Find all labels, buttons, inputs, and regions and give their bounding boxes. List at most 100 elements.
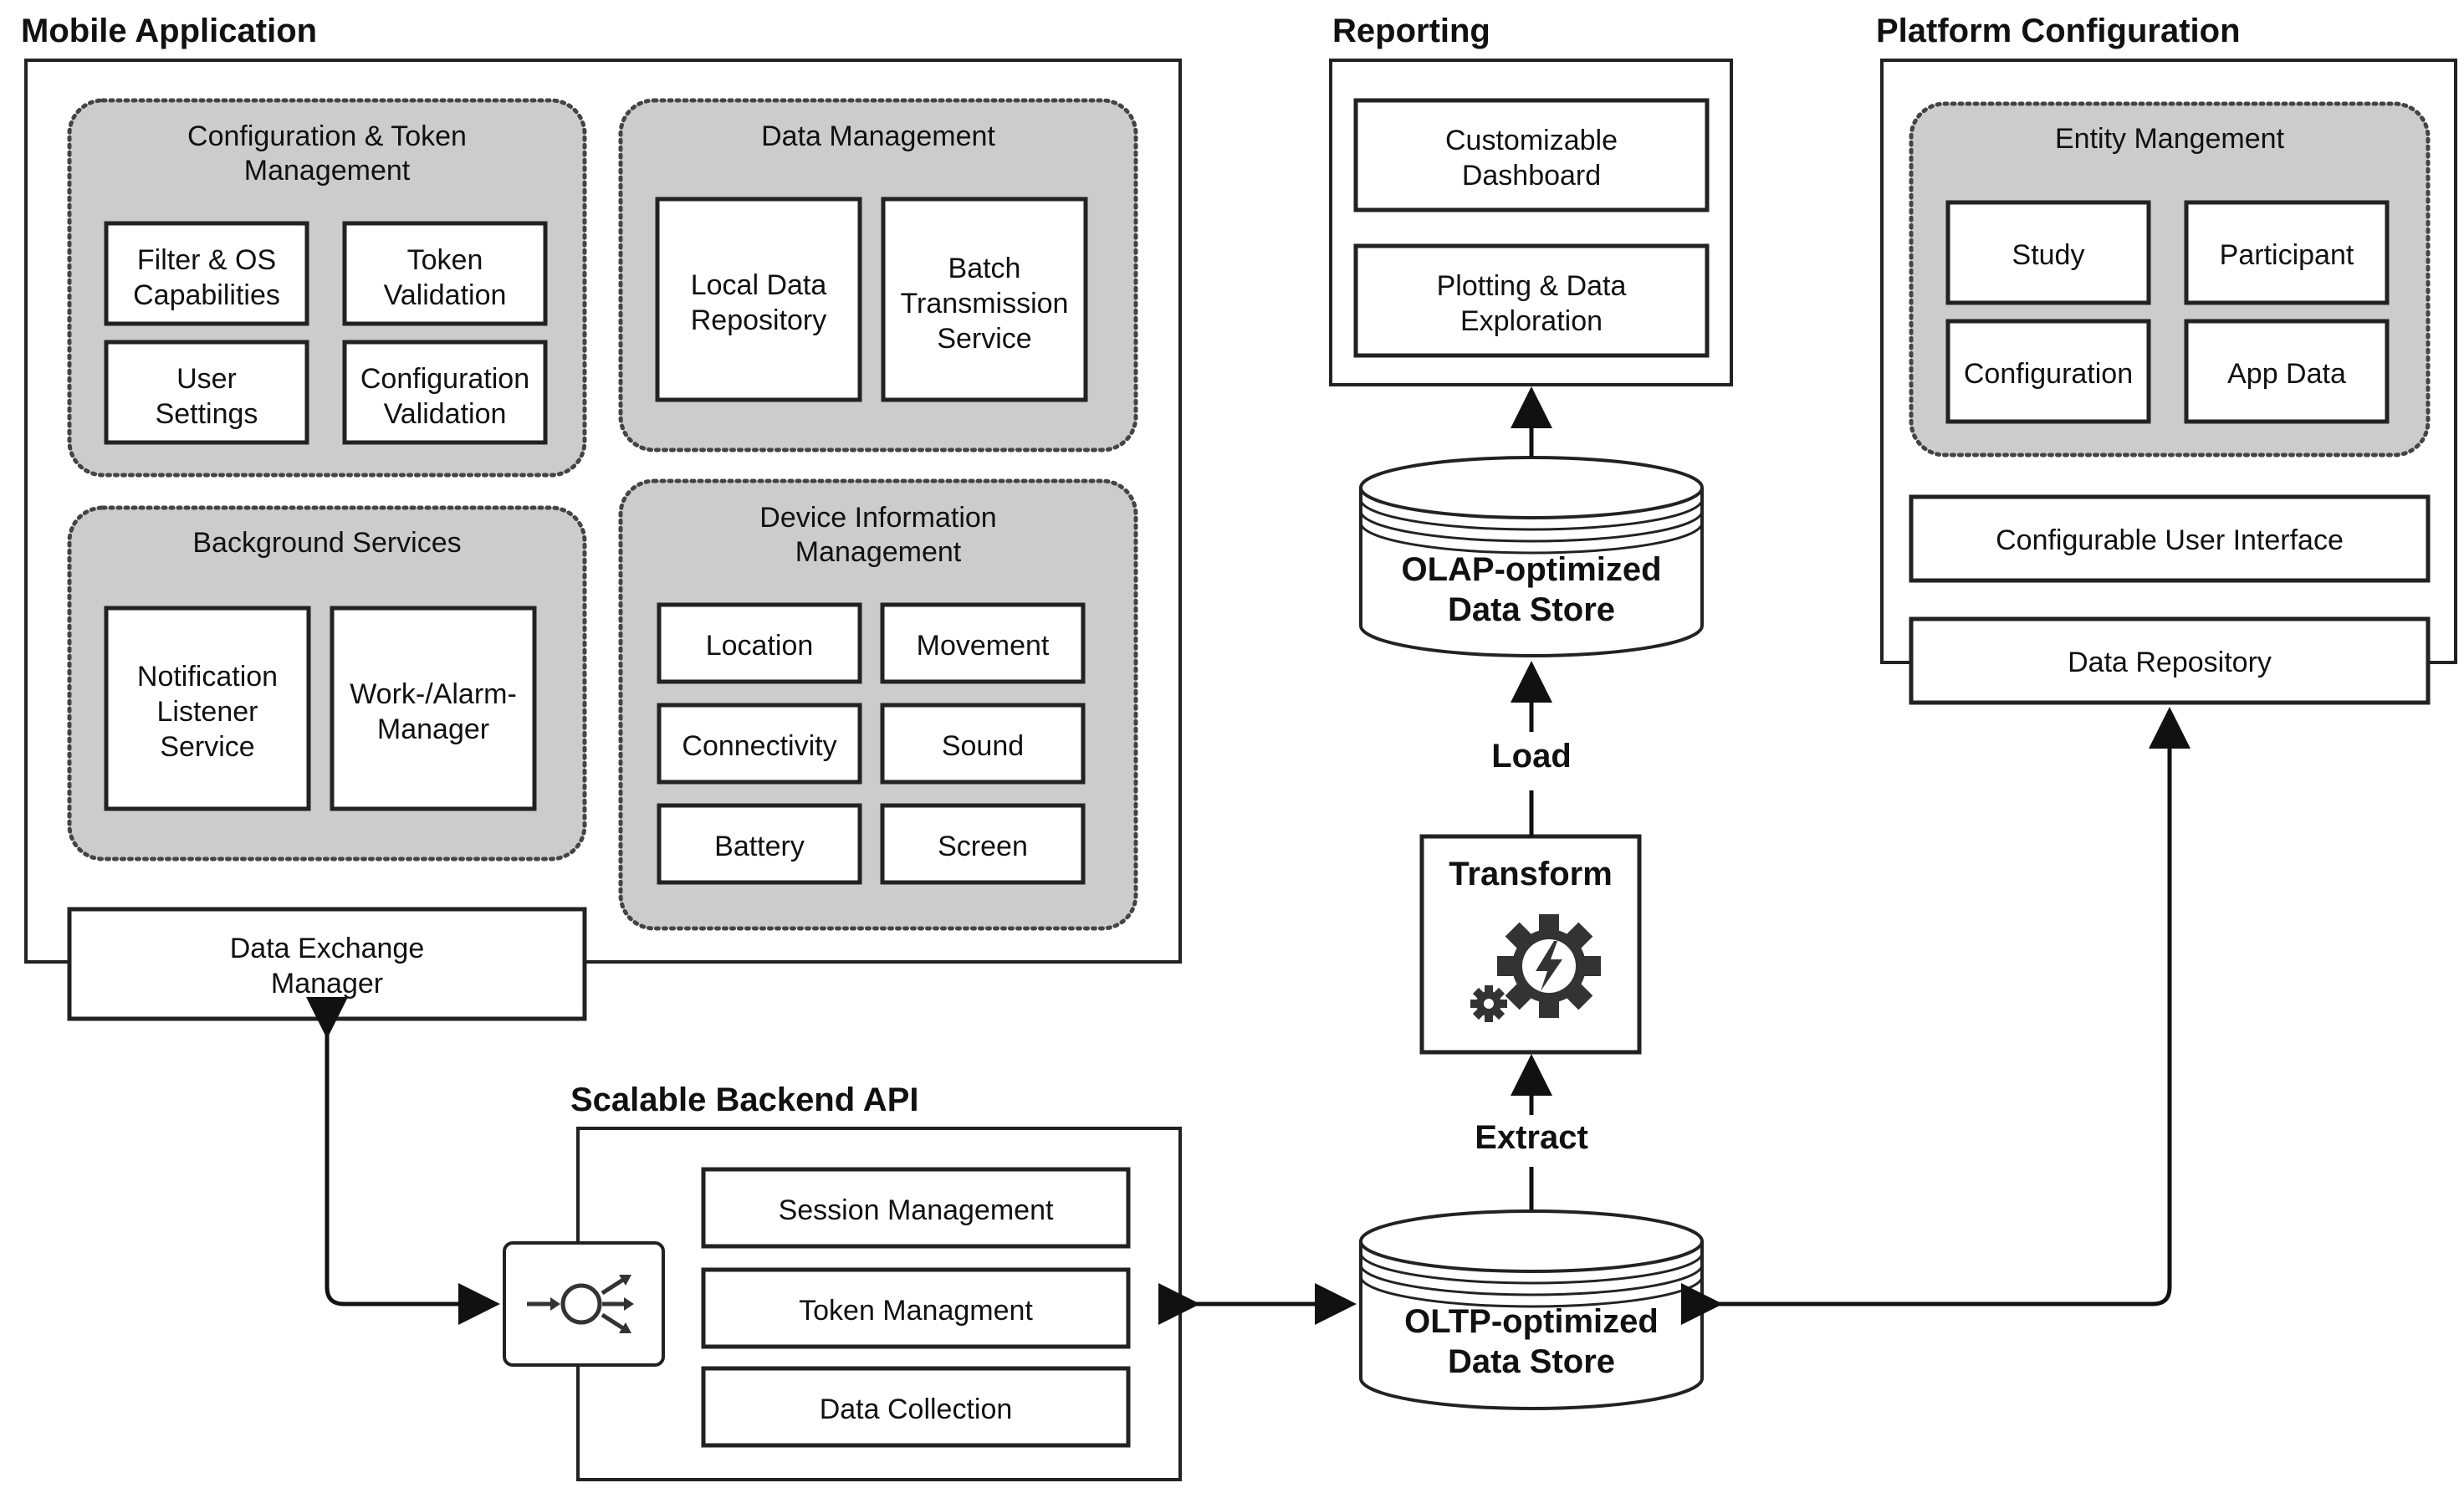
token-management-box: Token Managment [701,1267,1131,1349]
local-repo-line-2: Repository [691,304,827,336]
platform-configuration-title: Platform Configuration [1876,13,2241,49]
session-management-label: Session Management [779,1194,1054,1226]
notification-listener-service-box: Notification Listener Service [104,606,311,811]
study-box: Study [1945,200,2151,305]
load-label: Load [1491,738,1572,775]
config-group-title-2: Management [244,155,411,187]
data-management-title: Data Management [761,120,995,152]
filter-os-capabilities-box: Filter & OS Capabilities [104,221,309,326]
screen-label: Screen [938,831,1028,862]
data-repository-label: Data Repository [2068,647,2272,678]
configuration-box: Configuration [1945,319,2151,424]
main-connectors [306,707,2191,1325]
filter-os-line-1: Filter & OS [137,244,276,276]
oltp-label-2: Data Store [1448,1343,1615,1380]
dashboard-line-2: Dashboard [1462,160,1601,192]
device-information-management-group: Device Information Management Location M… [618,478,1138,931]
token-management-label: Token Managment [799,1295,1033,1327]
configuration-label: Configuration [1964,358,2133,390]
location-label: Location [706,630,814,662]
background-services-title: Background Services [192,527,461,559]
data-exchange-line-2: Manager [271,968,383,1000]
olap-label-2: Data Store [1448,591,1615,628]
config-validation-line-1: Configuration [360,363,529,395]
battery-label: Battery [714,831,805,862]
sound-label: Sound [942,730,1024,762]
batch-line-1: Batch [948,253,1021,284]
study-label: Study [2012,239,2085,271]
participant-label: Participant [2220,239,2354,271]
dashboard-line-1: Customizable [1445,125,1618,156]
battery-box: Battery [657,803,862,885]
movement-box: Movement [880,602,1086,684]
location-box: Location [657,602,862,684]
customizable-dashboard-box: Customizable Dashboard [1353,98,1710,212]
batch-transmission-service-box: Batch Transmission Service [881,197,1088,402]
plotting-data-exploration-box: Plotting & Data Exploration [1353,243,1710,358]
configurable-ui-label: Configurable User Interface [1996,524,2344,556]
local-repo-line-1: Local Data [691,269,827,301]
mobile-application-title: Mobile Application [21,13,317,49]
scalable-backend-api-panel: Scalable Backend API Session Management … [503,1081,1182,1481]
configuration-validation-box: Configuration Validation [342,340,548,445]
device-group-title-1: Device Information [759,502,996,534]
connectivity-label: Connectivity [682,730,836,762]
device-group-title-2: Management [795,536,962,568]
reporting-title: Reporting [1332,13,1490,49]
configurable-user-interface-box: Configurable User Interface [1909,494,2431,583]
oltp-label-1: OLTP-optimized [1404,1303,1659,1340]
movement-label: Movement [917,630,1050,662]
batch-line-2: Transmission [901,288,1069,320]
notification-line-1: Notification [137,661,278,693]
user-settings-box: User Settings [104,340,309,445]
sound-box: Sound [880,703,1086,785]
load-balancer-icon [503,1241,665,1367]
platform-configuration-panel: Platform Configuration Entity Mangement … [1876,13,2457,705]
config-token-management-group: Configuration & Token Management Filter … [67,98,587,478]
entity-management-title: Entity Mangement [2055,123,2285,155]
filter-os-line-2: Capabilities [133,279,280,311]
batch-line-3: Service [937,323,1031,355]
data-repository-box: Data Repository [1909,616,2431,705]
work-alarm-line-1: Work-/Alarm- [350,678,517,710]
app-data-label: App Data [2227,358,2346,390]
participant-box: Participant [2184,200,2390,305]
token-validation-line-2: Validation [384,279,507,311]
user-settings-line-2: Settings [156,398,258,430]
etl-connectors: Load Extract [1475,386,1588,1211]
reporting-panel: Reporting Customizable Dashboard Plottin… [1329,13,1733,386]
gears-lightning-icon [1470,914,1601,1022]
extract-label: Extract [1475,1119,1588,1156]
data-exchange-manager-box: Data Exchange Manager [67,907,587,1021]
local-data-repository-box: Local Data Repository [655,197,862,402]
transform-label: Transform [1449,856,1613,892]
data-management-group: Data Management Local Data Repository Ba… [618,98,1138,453]
olap-data-store: OLAP-optimized Data Store [1359,456,1704,657]
oltp-data-store: OLTP-optimized Data Store [1359,1209,1704,1410]
app-data-box: App Data [2184,319,2390,424]
notification-line-3: Service [160,731,254,763]
user-settings-line-1: User [176,363,237,395]
background-services-group: Background Services Notification Listene… [67,505,587,862]
mobile-application-panel: Mobile Application Configuration & Token… [21,13,1182,1021]
connectivity-box: Connectivity [657,703,862,785]
transform-box: Transform [1419,834,1642,1055]
work-alarm-manager-box: Work-/Alarm- Manager [330,606,537,811]
olap-label-1: OLAP-optimized [1401,551,1661,588]
config-group-title-1: Configuration & Token [187,120,467,152]
data-collection-box: Data Collection [701,1366,1131,1448]
config-validation-line-2: Validation [384,398,507,430]
plotting-line-1: Plotting & Data [1437,270,1627,302]
data-exchange-line-1: Data Exchange [230,933,425,964]
session-management-box: Session Management [701,1167,1131,1249]
token-validation-line-1: Token [407,244,483,276]
data-collection-label: Data Collection [820,1393,1013,1425]
screen-box: Screen [880,803,1086,885]
plotting-line-2: Exploration [1460,305,1603,337]
work-alarm-line-2: Manager [377,713,489,745]
notification-line-2: Listener [157,696,258,728]
token-validation-box: Token Validation [342,221,548,326]
backend-title: Scalable Backend API [570,1081,918,1118]
entity-management-group: Entity Mangement Study Participant Confi… [1909,101,2431,458]
